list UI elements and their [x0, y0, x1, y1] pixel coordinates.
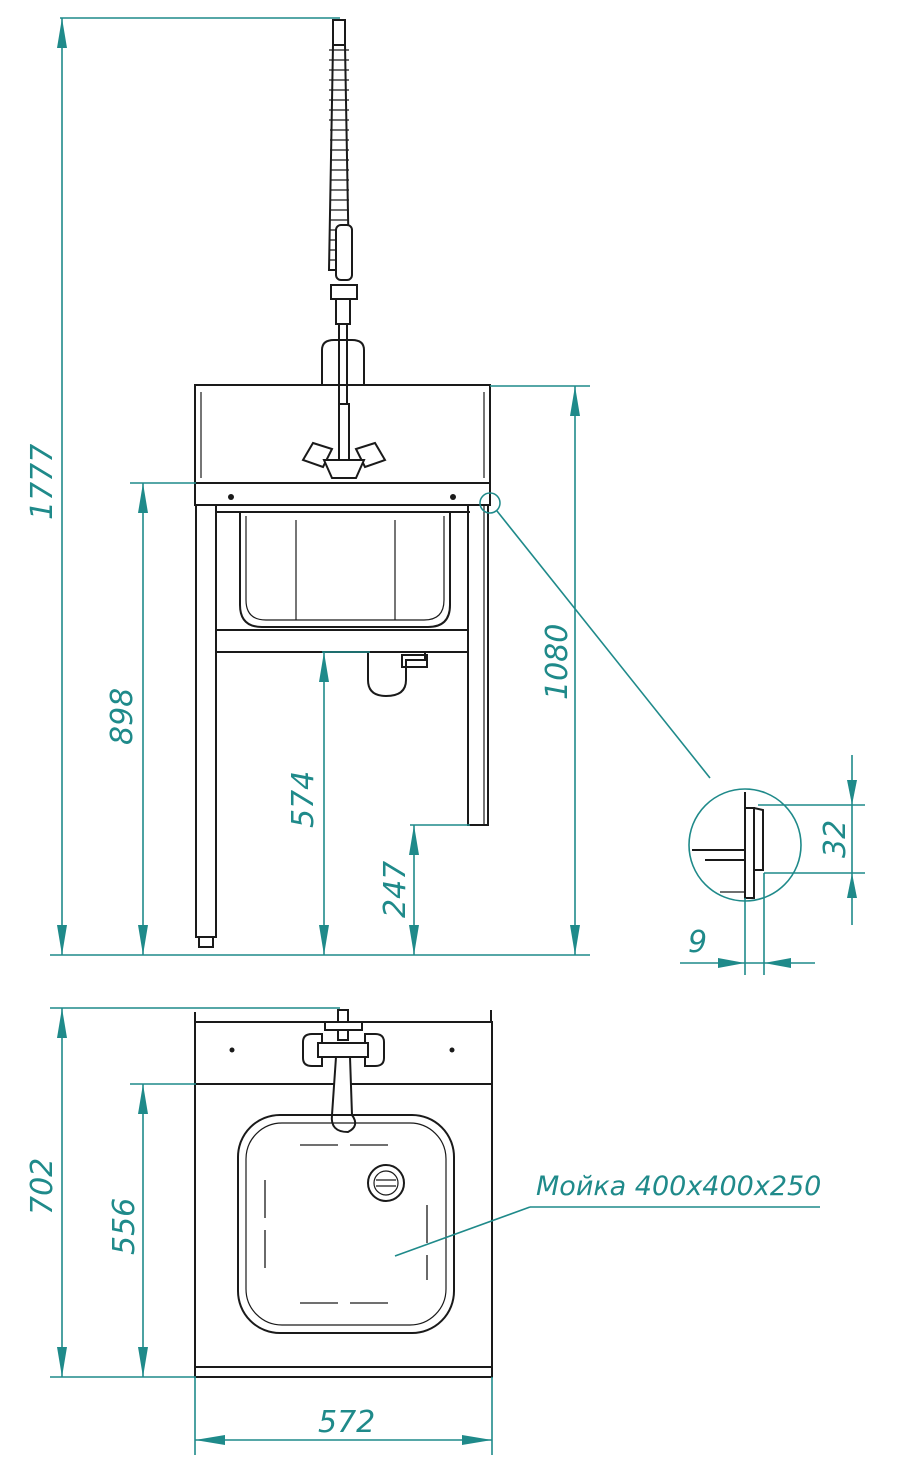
drain-icon: [367, 1164, 405, 1202]
sink-bowl-top: [237, 1114, 455, 1334]
dim-depth-total: 702: [25, 1158, 60, 1215]
dim-depth-top: 556: [107, 1198, 142, 1255]
dim-foot-level: 247: [378, 861, 413, 918]
leg-right: [467, 504, 489, 826]
tabletop: [194, 482, 491, 506]
faucet-column: [301, 19, 387, 479]
front-dimensions: 1777 898 574 247 1080: [25, 17, 590, 956]
dim-total-height: 1777: [25, 444, 60, 520]
leg-left: [195, 504, 217, 938]
top-dimensions: 702 556 572: [25, 1007, 493, 1455]
siphon: [367, 652, 426, 698]
dim-crossbar-height: 574: [286, 771, 321, 828]
dim-width: 572: [318, 1405, 375, 1440]
dim-backsplash-top: 1080: [540, 624, 575, 700]
faucet-top: [302, 1009, 385, 1134]
dim-detail-height: 32: [818, 820, 853, 858]
top-view: Мойка 400x400x250: [194, 1009, 821, 1378]
sink-callout-label: Мойка 400x400x250: [536, 1171, 821, 1202]
front-view: [194, 19, 711, 948]
dim-detail-width: 9: [688, 925, 707, 960]
dim-table-height: 898: [105, 688, 140, 745]
detail-view: 32 9: [680, 755, 865, 975]
sink-bowl-front: [239, 512, 451, 628]
crossbar: [215, 629, 469, 653]
